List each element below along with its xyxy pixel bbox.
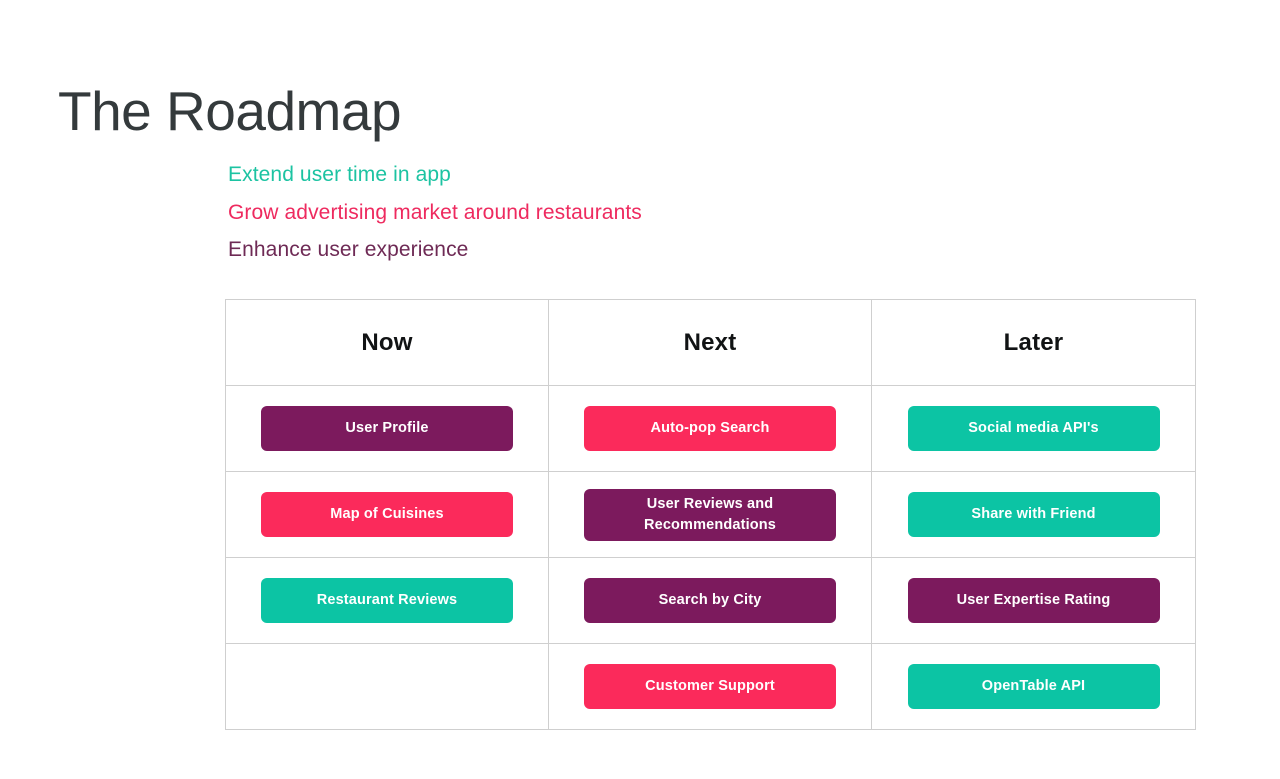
cell-next-2: Search by City [548,557,872,644]
roadmap-card[interactable]: OpenTable API [907,664,1160,709]
page-title: The Roadmap [58,79,402,142]
goal-label: Extend user time in app [228,163,451,186]
empty-slot [261,664,513,709]
cell-next-1: User Reviews and Recommendations [548,471,872,558]
cell-later-1: Share with Friend [871,471,1196,558]
goal-label: Enhance user experience [228,238,469,261]
table-row: Restaurant Reviews Search by City User E… [225,557,1196,644]
column-header-now: Now [225,299,549,386]
table-header-row: Now Next Later [225,299,1196,386]
roadmap-card[interactable]: Map of Cuisines [261,492,513,537]
roadmap-card[interactable]: Share with Friend [907,492,1160,537]
roadmap-card[interactable]: Restaurant Reviews [261,578,513,623]
cell-next-3: Customer Support [548,643,872,730]
roadmap-card[interactable]: Search by City [584,578,836,623]
cell-next-0: Auto-pop Search [548,385,872,472]
column-header-later: Later [871,299,1196,386]
cell-now-3 [225,643,549,730]
goal-item-1: Grow advertising market around restauran… [228,194,1028,232]
roadmap-card[interactable]: Auto-pop Search [584,406,836,451]
cell-now-2: Restaurant Reviews [225,557,549,644]
table-row: Map of Cuisines User Reviews and Recomme… [225,471,1196,558]
table-row: Customer Support OpenTable API [225,643,1196,730]
roadmap-table: Now Next Later User Profile Auto-pop Sea… [225,299,1196,730]
roadmap-card[interactable]: User Reviews and Recommendations [584,488,836,541]
cell-later-2: User Expertise Rating [871,557,1196,644]
roadmap-card[interactable]: User Expertise Rating [907,578,1160,623]
cell-now-1: Map of Cuisines [225,471,549,558]
roadmap-card[interactable]: User Profile [261,406,513,451]
column-header-next: Next [548,299,872,386]
cell-later-0: Social media API's [871,385,1196,472]
goal-item-0: Extend user time in app [228,156,1028,194]
cell-now-0: User Profile [225,385,549,472]
roadmap-card[interactable]: Customer Support [584,664,836,709]
goal-label: Grow advertising market around restauran… [228,200,642,224]
cell-later-3: OpenTable API [871,643,1196,730]
goal-item-2: Enhance user experience [228,231,1028,269]
roadmap-card[interactable]: Social media API's [907,406,1160,451]
goals-list: Extend user time in app Grow advertising… [228,156,1028,269]
table-row: User Profile Auto-pop Search Social medi… [225,385,1196,472]
